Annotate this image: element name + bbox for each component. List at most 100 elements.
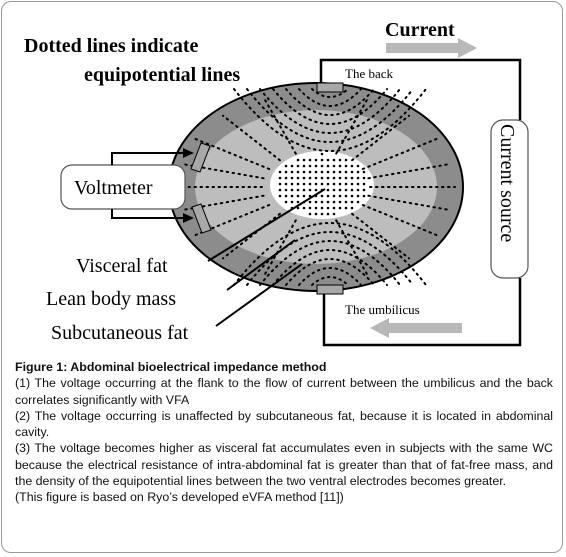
visceral-fat-dot — [290, 176, 294, 180]
current-label: Current — [385, 19, 455, 41]
visceral-fat-dot — [326, 200, 330, 204]
visceral-fat-dot — [344, 182, 348, 186]
visceral-fat-dot — [332, 194, 336, 198]
equipotential-line — [262, 97, 297, 155]
visceral-fat-dot — [332, 200, 336, 204]
visceral-fat-dot — [338, 188, 342, 192]
visceral-fat-dot — [344, 164, 348, 168]
figure-caption: Figure 1: Abdominal bioelectrical impeda… — [15, 359, 553, 506]
visceral-fat-dot — [356, 164, 360, 168]
visceral-fat-dot — [320, 212, 324, 216]
equipotential-line — [351, 114, 410, 162]
visceral-fat-dot — [290, 200, 294, 204]
visceral-fat-dot — [362, 188, 366, 192]
visceral-fat-label: Visceral fat — [76, 255, 168, 277]
visceral-fat-dot — [338, 170, 342, 174]
visceral-fat-dot — [314, 188, 318, 192]
visceral-fat-dot — [332, 176, 336, 180]
visceral-fat-dot — [338, 194, 342, 198]
visceral-fat-dot — [278, 188, 282, 192]
visceral-fat-dot — [320, 194, 324, 198]
visceral-fat-leader — [207, 188, 326, 262]
visceral-fat-dot — [338, 176, 342, 180]
visceral-fat-dot — [314, 170, 318, 174]
visceral-fat-dot — [332, 182, 336, 186]
visceral-fat-dot — [290, 170, 294, 174]
visceral-fat-dot — [278, 176, 282, 180]
visceral-fat-dot — [290, 182, 294, 186]
visceral-fat-dot — [344, 194, 348, 198]
equipotential-line — [259, 240, 401, 286]
visceral-fat-dot — [350, 188, 354, 192]
visceral-fat-dot — [296, 194, 300, 198]
diagram-heading-line2: equipotential lines — [84, 64, 240, 86]
visceral-fat-dot — [308, 212, 312, 216]
visceral-fat-dot — [284, 176, 288, 180]
visceral-fat-dot — [338, 158, 342, 162]
visceral-fat-dot — [302, 170, 306, 174]
lean-body-mass-leader — [226, 239, 296, 291]
visceral-fat-dot — [362, 194, 366, 198]
equipotential-line — [367, 162, 452, 180]
equipotential-line — [233, 222, 427, 286]
visceral-fat-dot — [308, 170, 312, 174]
umbilicus-label: The umbilicus — [345, 302, 420, 317]
equipotential-line — [311, 276, 349, 286]
visceral-fat-dot — [302, 182, 306, 186]
equipotential-line — [222, 212, 281, 260]
subcutaneous-fat-leader — [215, 263, 303, 327]
equipotential-line — [262, 219, 297, 277]
visceral-fat-dot — [296, 170, 300, 174]
visceral-fat-dot — [284, 200, 288, 204]
equipotential-line — [367, 194, 452, 212]
visceral-fat-dot — [344, 188, 348, 192]
wire-arrowhead-upper — [183, 148, 194, 158]
visceral-fat-dot — [338, 164, 342, 168]
wire-arrowhead-lower — [183, 213, 194, 223]
visceral-fat-dot — [308, 194, 312, 198]
equipotential-line — [233, 88, 427, 152]
visceral-fat-dot — [320, 182, 324, 186]
visceral-fat-dot — [344, 158, 348, 162]
visceral-fat-dot — [302, 158, 306, 162]
visceral-fat-dot — [314, 176, 318, 180]
visceral-fat-dot — [296, 206, 300, 210]
visceral-fat-dot — [308, 206, 312, 210]
equipotential-line — [361, 204, 438, 236]
visceral-fat-dot — [278, 170, 282, 174]
equipotential-line — [285, 88, 375, 116]
equipotential-lines — [176, 88, 456, 286]
visceral-fat-dot — [278, 182, 282, 186]
visceral-fat-dot — [314, 200, 318, 204]
diagram-heading-line1: Dotted lines indicate — [24, 35, 199, 57]
equipotential-line — [298, 267, 362, 286]
equipotential-line — [246, 88, 414, 143]
visceral-fat-dot — [296, 164, 300, 168]
equipotential-line — [335, 219, 370, 277]
visceral-fat-dot — [326, 182, 330, 186]
visceral-fat-dot — [284, 194, 288, 198]
visceral-fat-dot — [308, 188, 312, 192]
visceral-fat-dot — [308, 200, 312, 204]
visceral-fat-dot — [314, 212, 318, 216]
equipotential-line — [311, 88, 349, 98]
visceral-fat-dot — [320, 152, 324, 156]
visceral-fat-dot — [332, 188, 336, 192]
equipotential-line — [361, 138, 438, 170]
caption-point-3: (3) The voltage becomes higher as viscer… — [15, 441, 553, 489]
visceral-fat-dot — [332, 170, 336, 174]
visceral-fat-dot — [350, 170, 354, 174]
equipotential-line — [222, 114, 281, 162]
equipotential-line — [180, 194, 265, 212]
visceral-fat-dot — [296, 182, 300, 186]
visceral-fat-dot — [344, 176, 348, 180]
caption-point-1: (1) The voltage occurring at the flank t… — [15, 376, 553, 407]
visceral-fat-dot — [338, 200, 342, 204]
equipotential-line — [285, 258, 375, 286]
visceral-fat-dot — [284, 188, 288, 192]
equipotential-line — [259, 88, 401, 134]
visceral-fat-dot — [350, 182, 354, 186]
current-circuit-wire-return — [322, 278, 522, 347]
visceral-fat-dot — [320, 164, 324, 168]
visceral-fat-dot — [296, 188, 300, 192]
